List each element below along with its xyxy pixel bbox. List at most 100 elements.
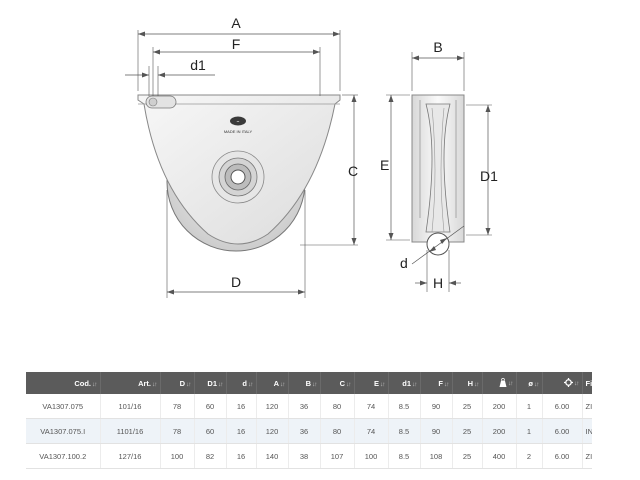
table-cell: 38 (288, 443, 321, 469)
table-cell: 1 (516, 394, 543, 419)
table-cell: 82 (194, 443, 227, 469)
table-cell: 6.00 (542, 394, 583, 419)
sort-arrows-icon[interactable]: ↓↑ (186, 380, 191, 388)
axle-hole (230, 169, 246, 185)
column-header-label: ø (528, 378, 533, 388)
table-cell: ZINC (582, 394, 592, 419)
table-cell: 16 (226, 418, 257, 444)
sort-arrows-icon[interactable]: ↓↑ (346, 380, 351, 388)
table-cell: ZINC (582, 443, 592, 469)
column-header[interactable]: ↓↑ (542, 372, 583, 394)
sort-arrows-icon[interactable]: ↓↑ (474, 380, 479, 388)
sort-arrows-icon[interactable]: ↓↑ (380, 380, 385, 388)
column-header[interactable]: H↓↑ (452, 372, 483, 394)
brand-logo: ~ MADE IN ITALY (224, 116, 253, 134)
table-cell: 74 (354, 394, 389, 419)
table-cell: 140 (256, 443, 289, 469)
table-cell: VA1307.075.I (26, 418, 101, 444)
sort-arrows-icon[interactable]: ↓↑ (574, 379, 579, 387)
logo-text: MADE IN ITALY (224, 129, 253, 134)
table-cell: VA1307.075 (26, 394, 101, 419)
sort-arrows-icon[interactable]: ↓↑ (152, 380, 157, 388)
table-cell: 100 (160, 443, 195, 469)
sort-arrows-icon[interactable]: ↓↑ (248, 380, 253, 388)
gear-icon (564, 377, 573, 389)
column-header[interactable]: A↓↑ (256, 372, 289, 394)
column-header-label: H (467, 378, 473, 388)
table-cell: 6.00 (542, 443, 583, 469)
table-cell: 200 (482, 418, 517, 444)
column-header[interactable]: d↓↑ (226, 372, 257, 394)
table-cell: 8.5 (388, 394, 421, 419)
table-cell: 78 (160, 418, 195, 444)
dim-label-D: D (231, 274, 241, 290)
column-header[interactable]: Cod.↓↑ (26, 372, 101, 394)
column-header-label: B (305, 378, 311, 388)
dim-label-A: A (231, 15, 241, 31)
table-cell: 2 (516, 443, 543, 469)
table-cell: 107 (320, 443, 355, 469)
table-cell: 80 (320, 394, 355, 419)
column-header[interactable]: B↓↑ (288, 372, 321, 394)
column-header-label: Cod. (74, 378, 91, 388)
table-cell: 80 (320, 418, 355, 444)
table-cell: 127/16 (100, 443, 161, 469)
column-header[interactable]: D1↓↑ (194, 372, 227, 394)
table-cell: 120 (256, 418, 289, 444)
table-cell: 1101/16 (100, 418, 161, 444)
dim-label-C: C (348, 163, 358, 179)
sort-arrows-icon[interactable]: ↓↑ (412, 380, 417, 388)
table-cell: INOX (582, 418, 592, 444)
side-view: B E D1 d H (380, 39, 498, 292)
column-header[interactable]: Art.↓↑ (100, 372, 161, 394)
column-header-label: d (242, 378, 247, 388)
rail-circle (426, 232, 450, 256)
column-header[interactable]: Finitu (582, 372, 592, 394)
svg-text:~: ~ (237, 119, 240, 124)
column-header[interactable]: ↓↑ (482, 372, 517, 394)
dim-label-H: H (433, 275, 443, 291)
table-cell: 120 (256, 394, 289, 419)
column-header-label: Art. (138, 378, 151, 388)
sort-arrows-icon[interactable]: ↓↑ (312, 380, 317, 388)
column-header-label: D1 (207, 378, 217, 388)
column-header[interactable]: F↓↑ (420, 372, 453, 394)
column-header-label: A (273, 378, 279, 388)
column-header[interactable]: E↓↑ (354, 372, 389, 394)
sort-arrows-icon[interactable]: ↓↑ (218, 380, 223, 388)
table-cell: 16 (226, 443, 257, 469)
column-header[interactable]: D↓↑ (160, 372, 195, 394)
spec-table: Cod.↓↑Art.↓↑D↓↑D1↓↑d↓↑A↓↑B↓↑C↓↑E↓↑d1↓↑F↓… (26, 372, 592, 469)
dim-label-d1: d1 (190, 57, 206, 73)
front-view: ~ MADE IN ITALY A F d1 C (125, 15, 358, 298)
column-header[interactable]: d1↓↑ (388, 372, 421, 394)
table-cell: 90 (420, 418, 453, 444)
column-header[interactable]: ø↓↑ (516, 372, 543, 394)
table-cell: 60 (194, 394, 227, 419)
table-cell: 6.00 (542, 418, 583, 444)
sort-arrows-icon[interactable]: ↓↑ (92, 380, 97, 388)
table-cell: 60 (194, 418, 227, 444)
table-cell: 8.5 (388, 418, 421, 444)
table-cell: 400 (482, 443, 517, 469)
table-cell: 1 (516, 418, 543, 444)
table-cell: VA1307.100.2 (26, 443, 101, 469)
technical-drawing: ~ MADE IN ITALY A F d1 C (125, 15, 498, 298)
table-cell: 36 (288, 418, 321, 444)
column-header-label: F (438, 378, 443, 388)
table-cell: 101/16 (100, 394, 161, 419)
sort-arrows-icon[interactable]: ↓↑ (444, 380, 449, 388)
table-cell: 16 (226, 394, 257, 419)
table-cell: 8.5 (388, 443, 421, 469)
table-cell: 25 (452, 443, 483, 469)
column-header[interactable]: C↓↑ (320, 372, 355, 394)
sort-arrows-icon[interactable]: ↓↑ (534, 380, 539, 388)
column-header-label: d1 (402, 378, 411, 388)
side-wheel (425, 103, 451, 233)
sort-arrows-icon[interactable]: ↓↑ (508, 379, 513, 387)
dim-label-D1: D1 (480, 168, 498, 184)
sort-arrows-icon[interactable]: ↓↑ (280, 380, 285, 388)
